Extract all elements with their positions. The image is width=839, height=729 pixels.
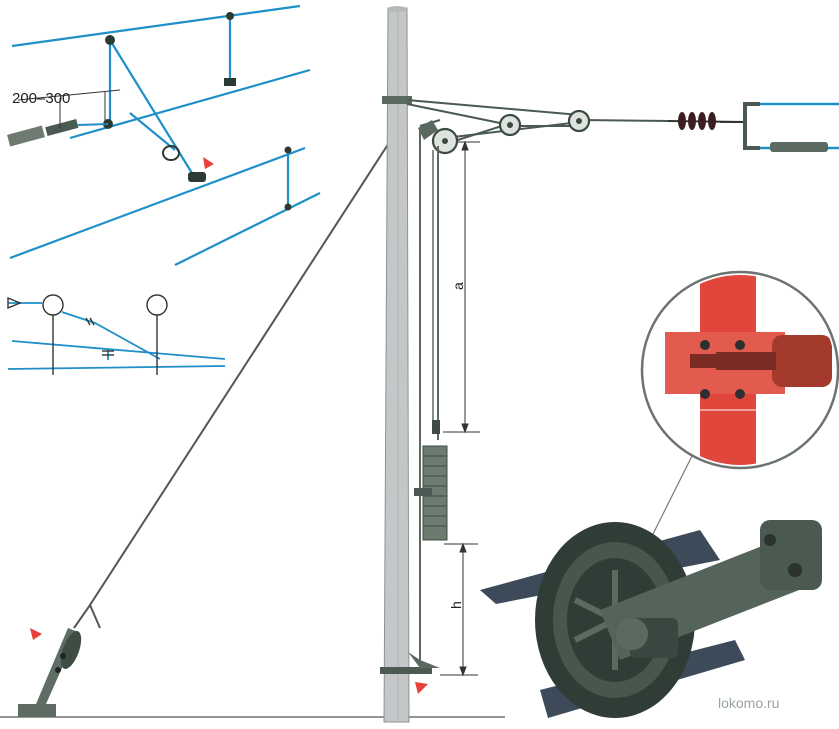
insulator-string — [667, 112, 746, 130]
axle-cap — [772, 335, 832, 387]
wire-clamp — [770, 142, 828, 152]
contact-wire-1 — [9, 146, 306, 260]
pole-band — [382, 96, 412, 104]
schematic-poles — [7, 294, 168, 375]
dimension-h — [440, 542, 478, 677]
schematic-sloped-wire — [61, 311, 161, 360]
clamp-node — [284, 146, 292, 154]
dimension-h-label: h — [448, 601, 464, 609]
contact-wire-2 — [174, 192, 321, 266]
guy-wire — [89, 131, 397, 606]
offset-dimension — [17, 89, 121, 128]
pulley-wheel-illustration — [480, 520, 822, 718]
schematic-pole-top — [42, 294, 64, 316]
dimension-a-label: a — [450, 282, 466, 290]
schematic — [7, 302, 226, 370]
catenary-sketch — [9, 4, 321, 266]
clamp-node — [284, 203, 292, 211]
lower-bracket — [380, 667, 432, 674]
anchor-highlight-arrow — [30, 628, 42, 640]
clamp-node — [226, 12, 234, 20]
watermark: lokomo.ru — [718, 695, 779, 711]
sketch-insulator — [7, 119, 109, 147]
catenary-fittings — [103, 12, 292, 211]
pulley-section-detail — [640, 270, 839, 470]
highlight-arrow — [203, 157, 214, 169]
schematic-pole-top — [146, 294, 168, 316]
pole — [380, 6, 432, 723]
clamp-node — [105, 35, 115, 45]
diagonal-wire — [109, 39, 196, 179]
schematic-wire — [11, 340, 226, 360]
pulleys — [418, 109, 591, 155]
dimension-a — [443, 140, 480, 434]
lower-highlight-arrow — [415, 682, 428, 694]
counterweight-stack — [422, 445, 448, 541]
anchor-block — [18, 628, 82, 717]
messenger-wire-1 — [11, 4, 301, 48]
clamp-block — [188, 172, 206, 182]
clamp-block — [224, 78, 236, 86]
schematic-track — [7, 365, 226, 370]
offset-dimension-label: 200–300 — [12, 90, 70, 107]
counterweight-assembly — [408, 128, 448, 668]
wire-yoke — [743, 102, 839, 152]
wire-ring — [162, 145, 180, 161]
guy-wire-fork — [73, 602, 101, 629]
ring-link — [129, 112, 176, 151]
